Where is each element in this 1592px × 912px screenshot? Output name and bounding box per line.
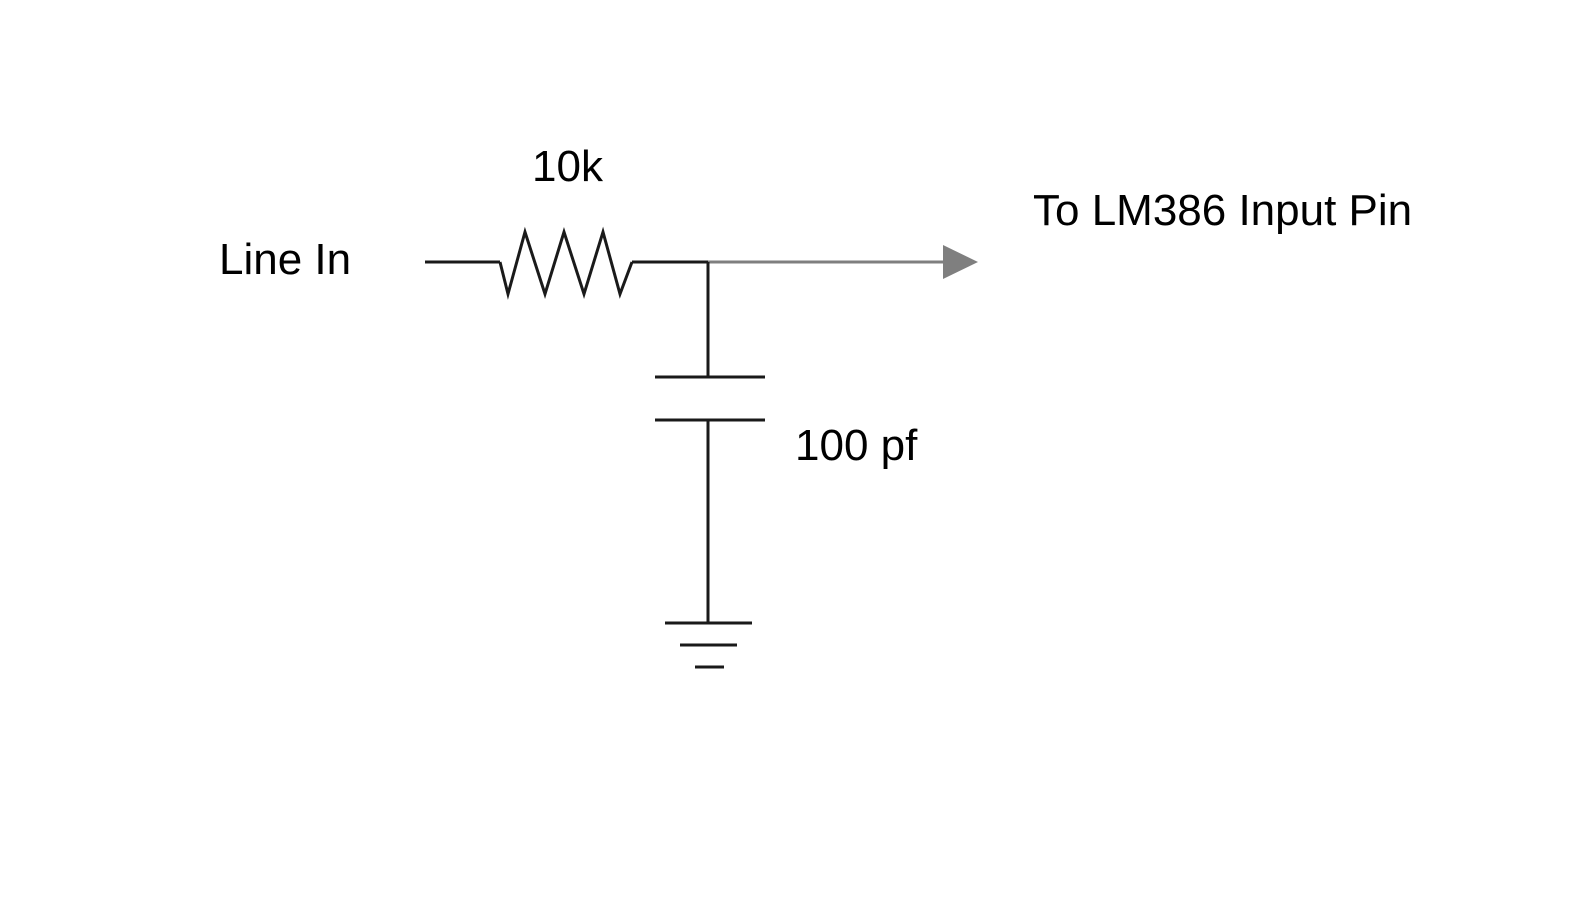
capacitor-value-label: 100 pf (795, 421, 918, 470)
resistor-symbol (498, 226, 634, 300)
input-label: Line In (219, 235, 352, 284)
output-label: To LM386 Input Pin (1033, 186, 1413, 235)
resistor-value-label: 10k (532, 142, 603, 191)
output-arrow-icon (943, 245, 978, 279)
